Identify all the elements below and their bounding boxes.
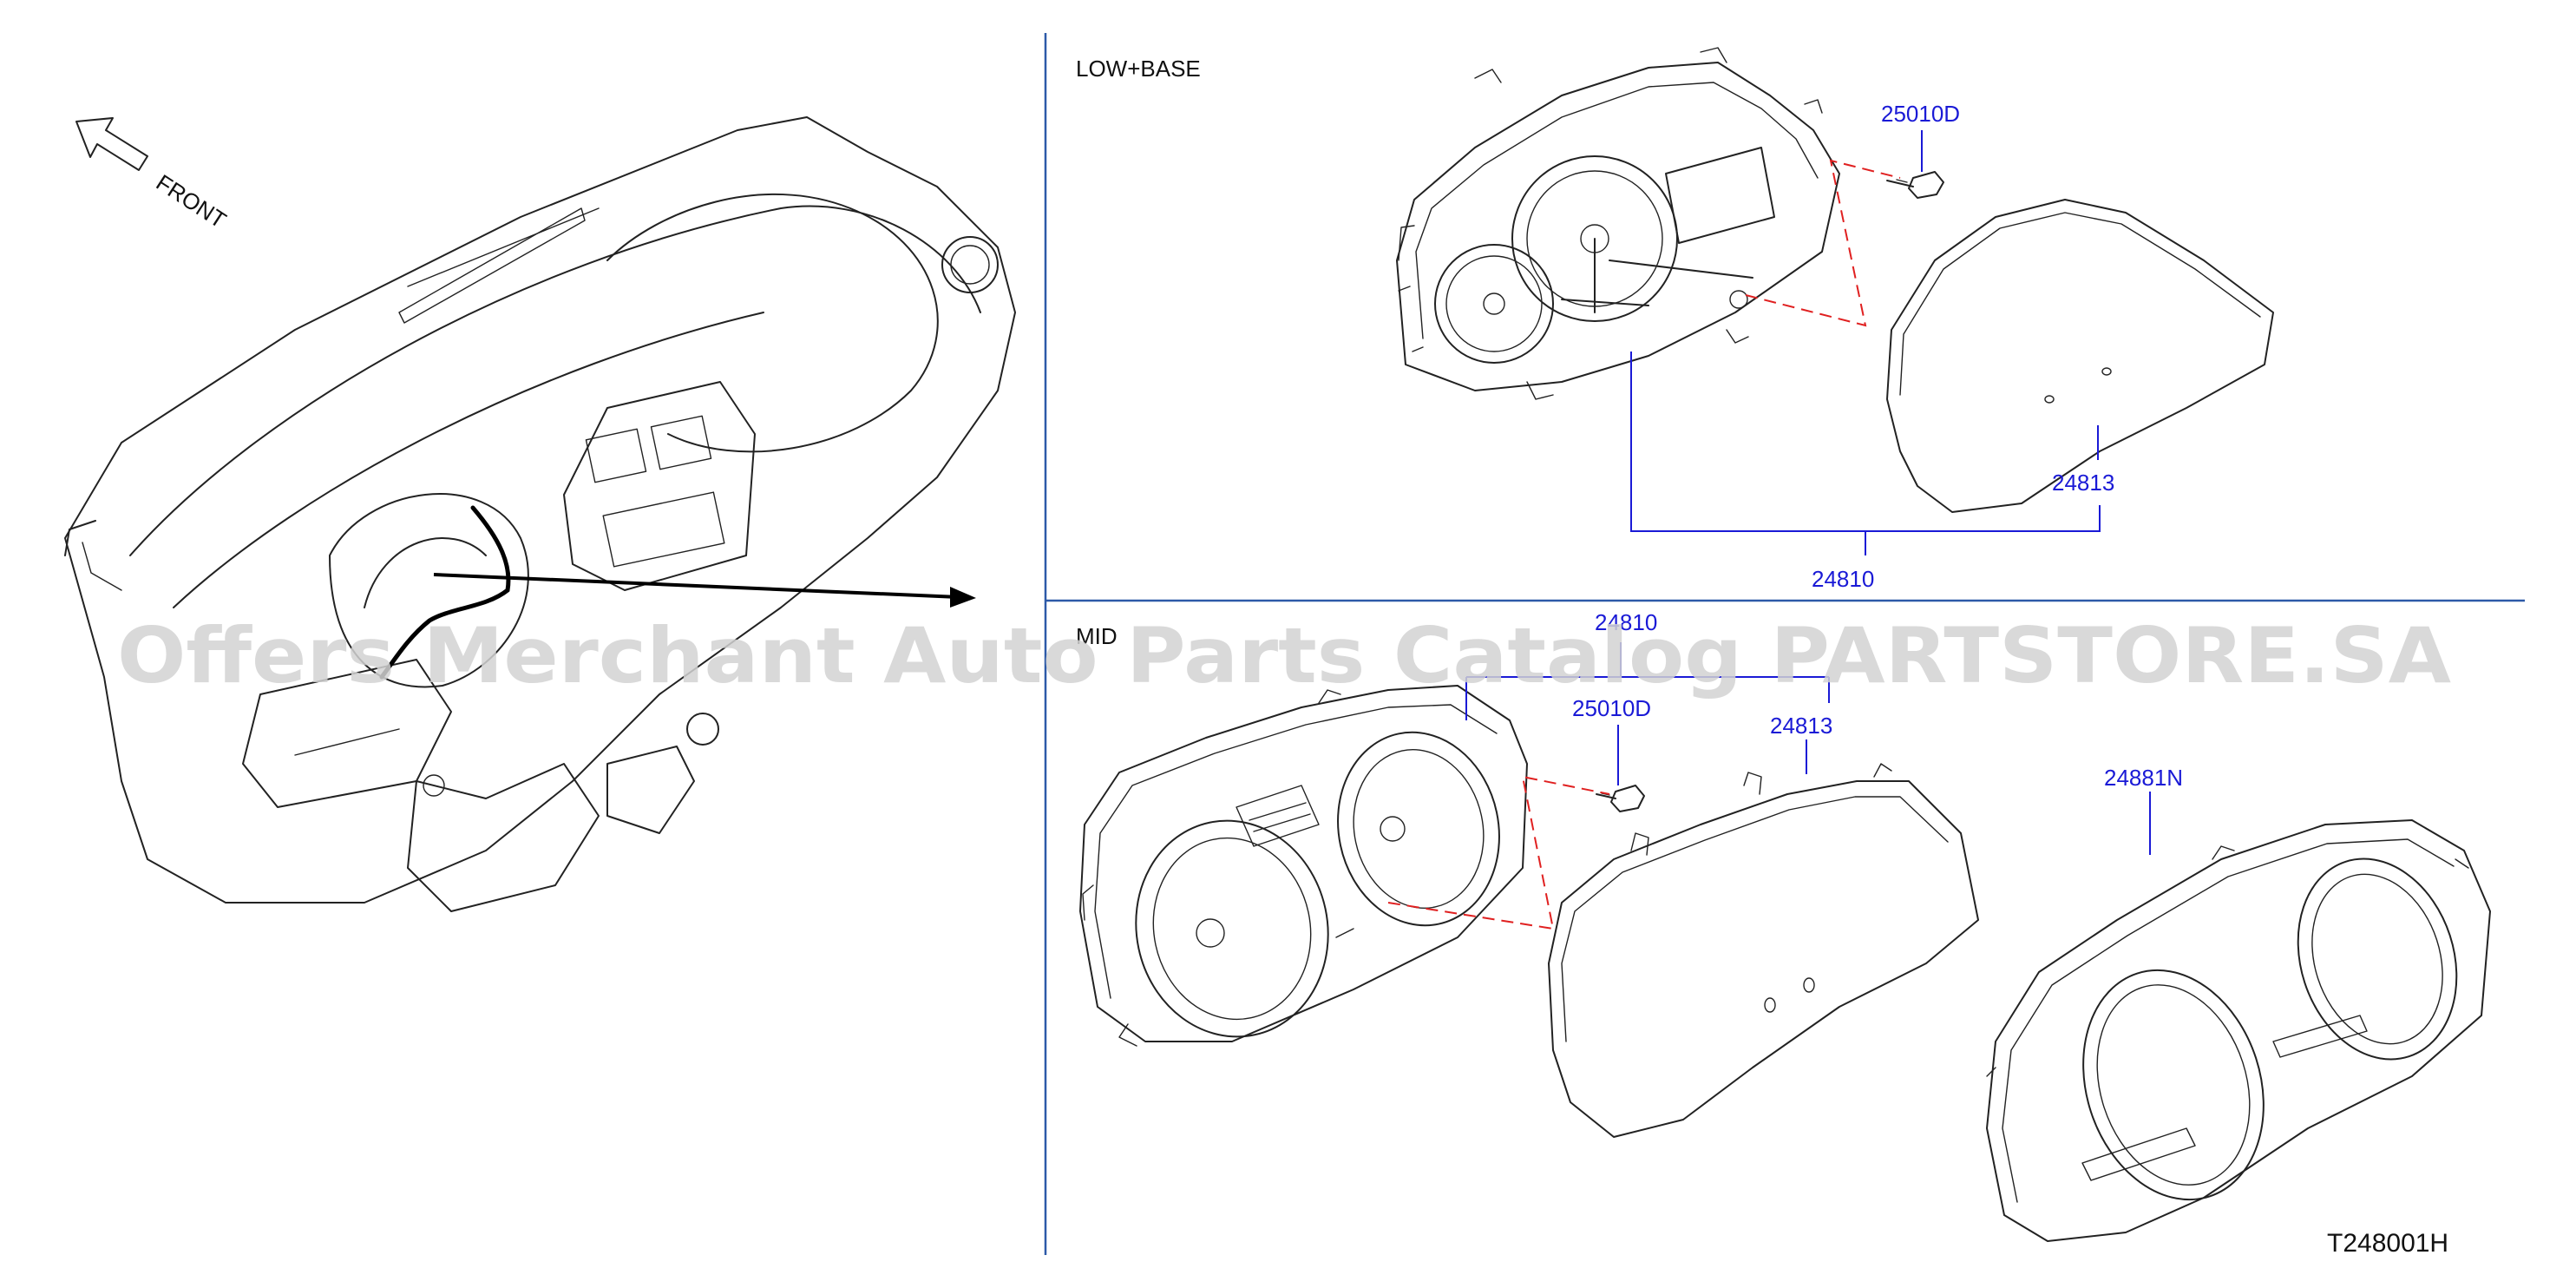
- figure-code: T248001H: [2327, 1229, 2448, 1258]
- callout-low-screw: 25010D: [1881, 101, 1960, 127]
- watermark: Offers Merchant Auto Parts Catalog PARTS…: [117, 611, 2451, 700]
- front-label: FRONT: [152, 169, 232, 233]
- mid-bezel: [1986, 819, 2491, 1242]
- low-screw-icon: [1886, 171, 1944, 199]
- mid-screw-icon: [1596, 785, 1645, 812]
- mid-assy-bracket: [1465, 642, 1830, 720]
- section-label-low-base: LOW+BASE: [1076, 56, 1201, 82]
- callout-mid-lens: 24813: [1770, 713, 1832, 739]
- low-assy-bracket: [1630, 352, 2101, 555]
- callout-mid-screw: 25010D: [1572, 695, 1651, 721]
- front-arrow-icon: [75, 117, 148, 171]
- low-cluster-assembly: [1396, 47, 1840, 400]
- low-lens: [1886, 199, 2274, 513]
- mid-lens: [1548, 763, 1979, 1138]
- callout-mid-assy: 24810: [1595, 609, 1657, 635]
- mid-cluster-assembly: [1079, 685, 1528, 1047]
- low-screw-leader-dashed: [1745, 159, 1901, 327]
- section-label-mid: MID: [1076, 623, 1118, 649]
- callout-low-assy: 24810: [1812, 566, 1874, 592]
- callout-mid-bezel: 24881N: [2104, 765, 2183, 791]
- dashboard-illustration: [64, 116, 1016, 912]
- callout-low-lens: 24813: [2052, 470, 2114, 496]
- mid-screw-leader-dashed: [1387, 775, 1610, 930]
